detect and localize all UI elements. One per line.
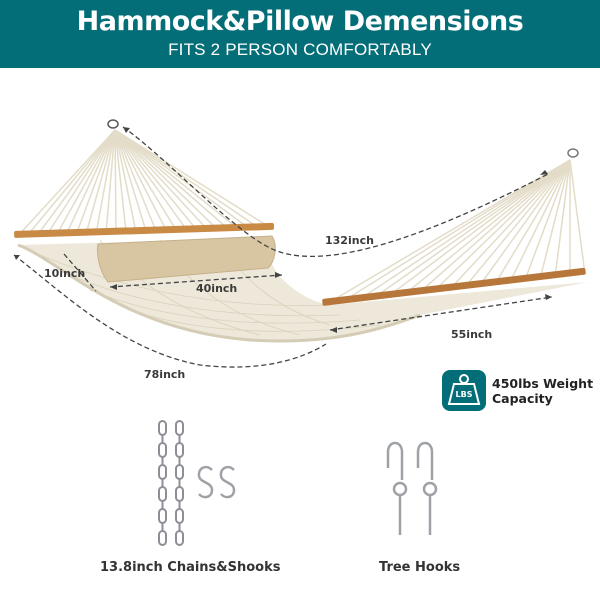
total-length-label: 132inch bbox=[325, 234, 374, 247]
pillow bbox=[97, 235, 276, 283]
tree-hooks-label: Tree Hooks bbox=[379, 560, 461, 575]
capacity-line-2: Capacity bbox=[492, 390, 553, 406]
pillow-width-label: 10inch bbox=[44, 267, 86, 280]
left-ring-icon bbox=[107, 119, 119, 129]
hammock-illustration bbox=[13, 119, 588, 546]
left-spreader-bar bbox=[14, 222, 275, 238]
bed-length-label: 78inch bbox=[144, 368, 186, 381]
weight-lbs-icon: LBS bbox=[442, 370, 486, 411]
pillow-length-label: 40inch bbox=[196, 282, 238, 295]
s-hooks-icon bbox=[197, 465, 236, 499]
tree-hooks-icon bbox=[386, 441, 438, 535]
weight-capacity-badge: LBS 450lbs Weight Capacity bbox=[442, 370, 593, 411]
right-ring-icon bbox=[567, 148, 579, 158]
chains-icon bbox=[158, 420, 184, 546]
page-title: Hammock&Pillow Demensions bbox=[76, 6, 524, 37]
header-banner: Hammock&Pillow Demensions FITS 2 PERSON … bbox=[0, 0, 600, 68]
right-spreader-bar bbox=[322, 267, 586, 306]
chains-label: 13.8inch Chains&Shooks bbox=[100, 560, 281, 575]
bed-width-label: 55inch bbox=[451, 328, 493, 341]
page-subtitle: FITS 2 PERSON COMFORTABLY bbox=[168, 40, 432, 59]
capacity-line-1: 450lbs Weight bbox=[492, 375, 594, 391]
weight-icon-label: LBS bbox=[455, 390, 473, 399]
